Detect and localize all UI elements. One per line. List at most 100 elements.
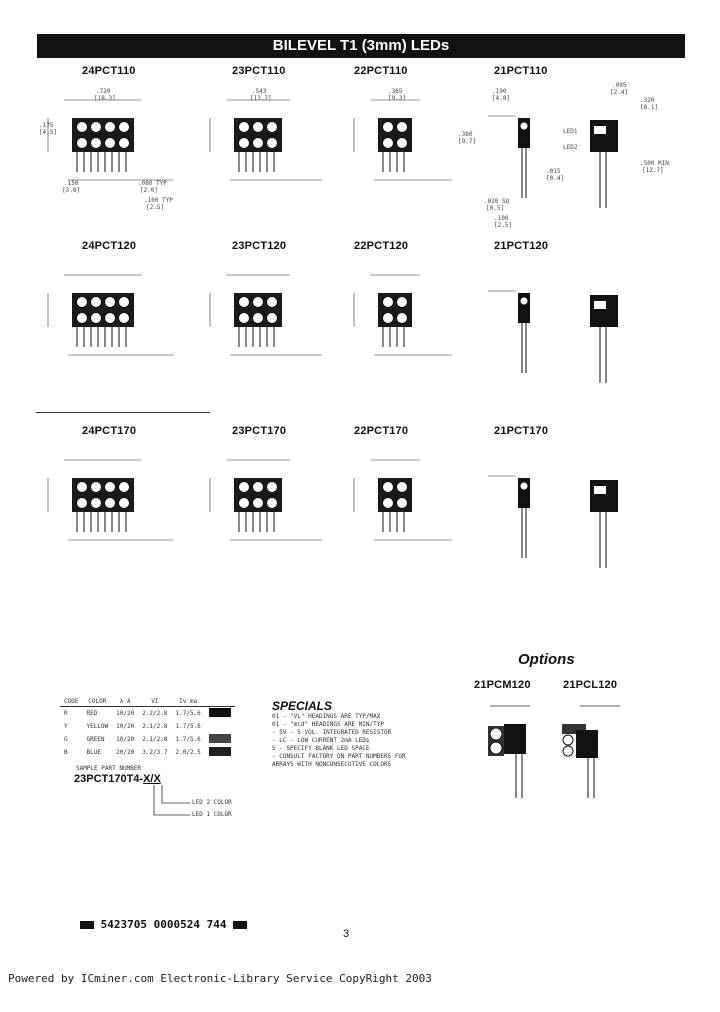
- table-header: COLOR: [82, 697, 113, 707]
- table-cell: 1.7/5.6: [175, 723, 201, 730]
- table-row: R RED 10/20 2.2/2.8 1.7/5.6: [60, 707, 235, 721]
- table-cell: R: [64, 710, 68, 717]
- led-lens: [396, 481, 408, 493]
- part-number: 24PCT110: [82, 65, 136, 77]
- led-array-drawings: [47, 99, 618, 568]
- table-cell: 2.0/2.5: [175, 749, 201, 756]
- led-lens: [238, 121, 250, 133]
- led-lens: [76, 312, 88, 324]
- dimension-label: .100 TYP: [144, 197, 173, 204]
- part-number: 23PCT120: [232, 240, 287, 252]
- led-lens: [382, 296, 394, 308]
- dimension-label: [4.5]: [39, 129, 58, 136]
- led-lens: [90, 296, 102, 308]
- sample-leader-lines: [153, 785, 190, 816]
- table-cell: 10/20: [116, 723, 135, 730]
- specials-list: 01 - "VL" HEADINGS ARE TYP/MAX 01 - "mcd…: [272, 713, 432, 769]
- led-lens: [382, 481, 394, 493]
- led-lens: [252, 312, 264, 324]
- side-view-housing: [590, 480, 618, 512]
- dimension-label: .720: [96, 88, 111, 95]
- dimension-label: .015: [546, 168, 561, 175]
- barcode-block: [233, 921, 248, 929]
- side-view-housing: [590, 295, 618, 327]
- led-lens: [396, 121, 408, 133]
- led-label: LED2: [563, 144, 578, 151]
- led-lens: [118, 137, 130, 149]
- dimension-label: .380: [458, 131, 473, 138]
- table-cell: 1.7/5.6: [175, 736, 201, 743]
- specials-item: S - SPECIFY BLANK LED SPACE: [272, 745, 370, 752]
- dimension-label: .020 SQ: [484, 198, 510, 205]
- part-number: 23PCT110: [232, 65, 286, 77]
- led-lens: [382, 497, 394, 509]
- legend-led2: LED 2 COLOR: [192, 799, 232, 806]
- dimension-label: .175: [39, 122, 54, 129]
- led-lens: [76, 497, 88, 509]
- table-cell: YELLOW: [86, 723, 109, 730]
- led-lens: [238, 481, 250, 493]
- barcode-line: 5423705 0000524 744: [80, 918, 248, 931]
- sample-label: SAMPLE PART NUMBER: [76, 765, 142, 772]
- dimension-label: .080 TYP: [138, 180, 167, 187]
- option-part-number: 21PCL120: [563, 679, 618, 691]
- dimension-label: [2.0]: [140, 187, 159, 194]
- part-number: 24PCT170: [82, 425, 137, 437]
- divider: [36, 412, 210, 413]
- option-part-number: 21PCM120: [474, 679, 531, 691]
- table-cell: 2.2/2.8: [142, 710, 168, 717]
- led-lens: [76, 481, 88, 493]
- led-housing: [378, 118, 412, 152]
- specials-title: SPECIALS: [272, 699, 333, 713]
- dimension-label: .100: [494, 215, 509, 222]
- led-lens: [238, 137, 250, 149]
- led-lens: [396, 312, 408, 324]
- barcode-text: 5423705 0000524 744: [100, 918, 227, 931]
- led-lens: [104, 481, 116, 493]
- led-lens: [118, 497, 130, 509]
- led-lens: [266, 312, 278, 324]
- dimension-label: [4.8]: [492, 95, 511, 102]
- color-swatch: [208, 708, 231, 717]
- led-housing: [378, 293, 412, 327]
- dimension-label: .320: [640, 97, 655, 104]
- table-header: λ A: [112, 697, 139, 707]
- side-view-lens: [519, 121, 529, 131]
- table-cell: BLUE: [86, 749, 101, 756]
- part-number: 22PCT170: [354, 425, 409, 437]
- led-lens: [252, 296, 264, 308]
- dimension-label: [0.5]: [486, 205, 505, 212]
- led-lens: [396, 296, 408, 308]
- led-lens: [382, 137, 394, 149]
- table-header: CODE: [60, 697, 83, 707]
- dimension-label: [8.1]: [640, 104, 659, 111]
- led-lens: [252, 121, 264, 133]
- dimension-label: [2.5]: [494, 222, 513, 229]
- led-lens: [118, 312, 130, 324]
- led-lens: [252, 497, 264, 509]
- specials-item: 01 - "mcd" HEADINGS ARE MIN/TYP: [272, 721, 384, 728]
- led-lens: [104, 296, 116, 308]
- led-lens: [238, 497, 250, 509]
- led-lens: [238, 296, 250, 308]
- table-cell: B: [64, 749, 68, 756]
- led-label: LED1: [563, 128, 578, 135]
- footer-text: Powered by ICminer.com Electronic-Librar…: [8, 972, 432, 985]
- table-cell: 20/20: [116, 749, 135, 756]
- options-drawings: [488, 705, 620, 798]
- led-lens: [382, 121, 394, 133]
- led-lens: [90, 497, 102, 509]
- sample-suffix: X/X: [143, 773, 161, 785]
- section-banner: BILEVEL T1 (3mm) LEDs: [37, 34, 685, 58]
- led-lens: [76, 296, 88, 308]
- table-cell: 10/20: [116, 736, 135, 743]
- led-lens: [252, 137, 264, 149]
- table-cell: RED: [86, 710, 98, 717]
- led-lens: [104, 497, 116, 509]
- dimension-label: .150: [64, 180, 79, 187]
- table-header: Iv ma: [171, 697, 205, 707]
- dimension-label: [3.8]: [62, 187, 81, 194]
- table-cell: GREEN: [86, 736, 105, 743]
- led-lens: [104, 121, 116, 133]
- sample-prefix: 23PCT170T4-: [74, 773, 144, 785]
